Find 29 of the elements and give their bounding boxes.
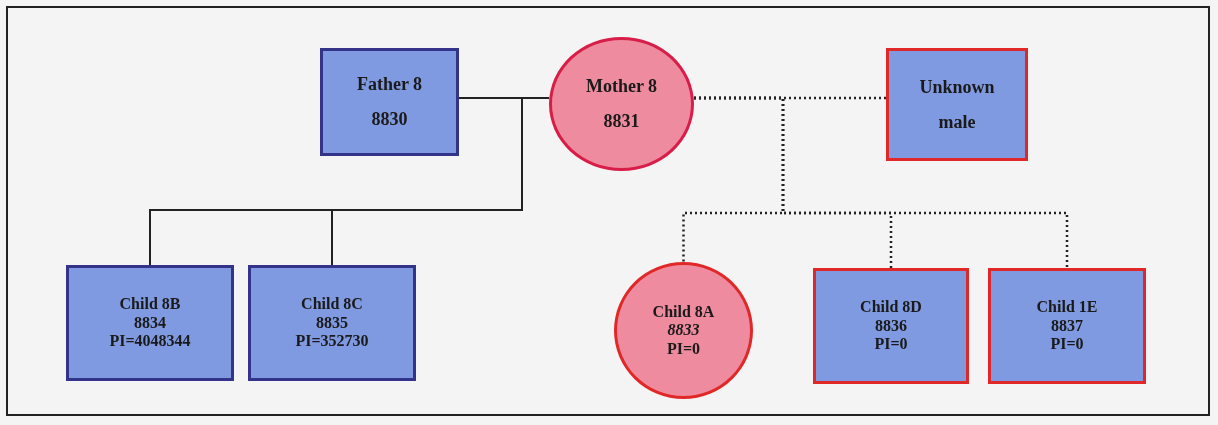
person-detail: 8835: [316, 313, 348, 333]
person-detail: male: [938, 111, 976, 133]
person-name: Unknown: [919, 76, 995, 98]
person-detail: PI=352730: [295, 332, 369, 351]
person-detail: 8837: [1051, 316, 1083, 336]
male-square: [813, 268, 969, 384]
person-name: Child 8A: [652, 302, 715, 322]
male-square: [886, 48, 1028, 161]
person-detail: PI=0: [1050, 335, 1084, 354]
person-detail: PI=0: [666, 339, 701, 359]
person-detail: 8831: [603, 111, 640, 132]
person-name: Mother 8: [585, 76, 658, 97]
descent-line: [694, 96, 1069, 268]
person-detail: 8836: [875, 316, 907, 336]
person-name: Father 8: [356, 74, 423, 95]
person-detail: PI=4048344: [109, 332, 191, 351]
descent-line: [331, 97, 523, 266]
male-square: [988, 268, 1146, 384]
person-name: Child 8B: [119, 295, 181, 314]
male-square: [66, 265, 234, 381]
person-detail: PI=0: [874, 335, 908, 354]
person-detail: 8833: [667, 321, 700, 340]
person-name: Child 8D: [860, 298, 922, 317]
male-square: [248, 265, 416, 381]
male-square: [320, 48, 459, 156]
person-detail: 8830: [371, 109, 408, 130]
person-detail: 8834: [134, 313, 166, 333]
person-name: Child 1E: [1036, 298, 1098, 317]
person-name: Child 8C: [301, 295, 363, 314]
